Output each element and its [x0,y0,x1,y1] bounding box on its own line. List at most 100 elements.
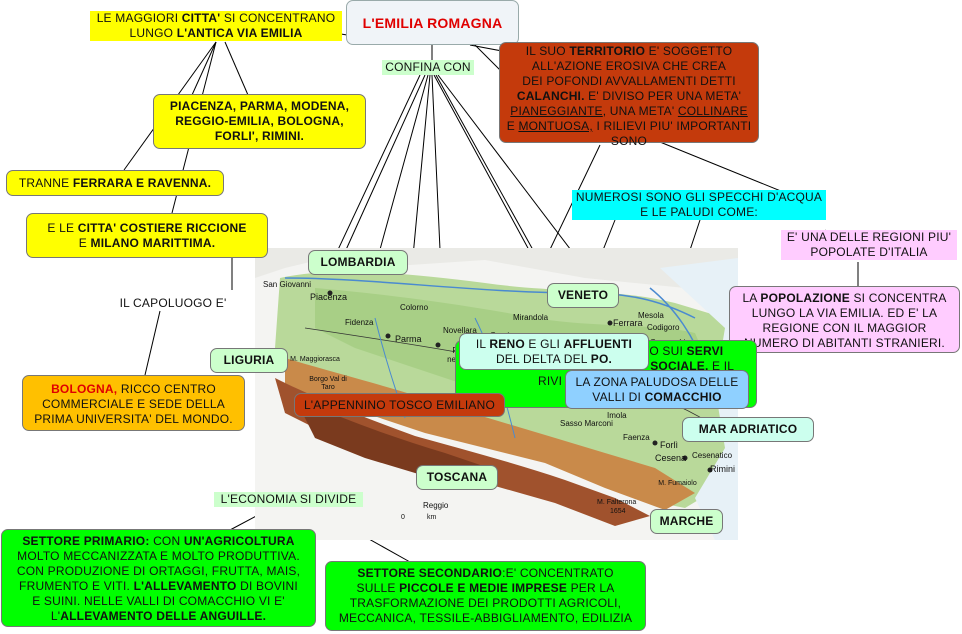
economia-label: L'ECONOMIA SI DIVIDE [214,492,363,507]
map-city-ferrara: Ferrara [613,318,643,328]
map-peak-falterona: M. Falterona [597,499,637,506]
map-scale-km: km [427,514,437,521]
comacchio-a: LA ZONA PALUDOSA DELLE [575,375,739,389]
citta-list-node[interactable]: PIACENZA, PARMA, MODENA, REGGIO-EMILIA, … [153,94,366,149]
map-city-cesenatico: Cesenatico [692,451,733,460]
reno-node[interactable]: IL RENO E GLI AFFLUENTI DEL DELTA DEL PO… [459,333,649,370]
secondario-d: PICCOLE E MEDIE IMPRESE [399,581,568,595]
primario-a: SETTORE PRIMARIO: [22,534,150,548]
territorio-l7: SONO [610,134,648,148]
map-city-fidenza: Fidenza [345,318,374,327]
primario-k: ALLEVAMENTO DELLE ANGUILLE. [60,609,267,623]
tranne-node[interactable]: TRANNE FERRARA E RAVENNA. [6,170,224,196]
popolate-l1: E' UNA DELLE REGIONI PIU' [786,230,952,244]
bologna-a: BOLOGNA, [51,382,118,396]
map-city-imola: Imola [607,411,627,420]
primario-e: CON PRODUZIONE DI ORTAGGI, FRUTTA, MAIS, [16,564,301,578]
citta-intro-d: LUNGO [129,26,177,40]
territorio-l1c: E' SOGGETTO [645,44,733,58]
primario-g: L'ALLEVAMENTO [133,579,237,593]
terziario-l1b: SERVI [686,344,724,358]
map-city-sasso-marconi: Sasso Marconi [560,419,613,428]
map-city-borgo: Borgo Val di Taro [309,376,347,391]
tranne-b: FERRARA E RAVENNA. [72,176,212,190]
reno-b: RENO [489,337,525,351]
territorio-l1b: TERRITORIO [569,44,646,58]
territorio-l2: ALL'AZIONE EROSIVA CHE CREA [531,59,727,73]
popolazione-c: SI CONCENTRA [849,291,947,305]
territorio-l3: DEI POFONDI AVVALLAMENTI DETTI [522,74,736,88]
map-city-novellara: Novellara [443,326,477,335]
reno-a: IL [475,337,490,351]
primario-f: FRUMENTO E VITI. [19,579,134,593]
citta-intro-a: LE MAGGIORI [96,11,182,25]
mar-adriatico-node[interactable]: MAR ADRIATICO [682,417,814,442]
map-city-piacenza: Piacenza [310,292,348,302]
popolate-node[interactable]: E' UNA DELLE REGIONI PIU' POPOLATE D'ITA… [781,230,957,260]
primario-b: CON [149,534,184,548]
territorio-l4b: E' DIVISO PER UNA META' [584,89,742,103]
bologna-b: RICCO CENTRO [117,382,216,396]
primario-node[interactable]: SETTORE PRIMARIO: CON UN'AGRICOLTURA MOL… [1,529,316,627]
marche-node[interactable]: MARCHE [650,509,723,534]
popolazione-a: LA [742,291,761,305]
map-scale-label: Reggio [423,501,449,510]
territorio-l6c: I RILIEVI PIU' IMPORTANTI [592,119,752,133]
map-peak-height: 1654 [610,508,626,515]
popolate-l2: POPOLATE D'ITALIA [810,245,928,259]
terziario-l1a: TO SUI [642,344,687,358]
comacchio-c: COMACCHIO [644,390,722,404]
territorio-l1a: IL SUO [525,44,570,58]
popolazione-node[interactable]: LA POPOLAZIONE SI CONCENTRA LUNGO LA VIA… [729,286,960,353]
title-text: L'EMILIA ROMAGNA [362,15,503,31]
citta-list-line1: PIACENZA, PARMA, MODENA, [169,99,350,113]
comacchio-node[interactable]: LA ZONA PALUDOSA DELLE VALLI DI COMACCHI… [565,370,749,409]
primario-h: DI BOVINI [236,579,298,593]
territorio-l5a: PIANEGGIANTE [510,104,603,118]
terziario-l3: RIVI [538,374,563,388]
liguria-node[interactable]: LIGURIA [210,348,288,373]
citta-intro-node[interactable]: LE MAGGIORI CITTA' SI CONCENTRANO LUNGO … [90,11,342,41]
costiere-c: E [78,236,91,250]
popolazione-d: LUNGO LA VIA EMILIA. ED E' LA [751,306,938,320]
appennino-node[interactable]: L'APPENNINO TOSCO EMILIANO [294,393,505,417]
secondario-node[interactable]: SETTORE SECONDARIO:E' CONCENTRATO SULLE … [325,561,646,631]
capoluogo-label: IL CAPOLUOGO E' [119,296,227,310]
secondario-a: SETTORE SECONDARIO [357,566,503,580]
popolazione-f: NUMERO DI ABITANTI STRANIERI. [744,336,945,350]
primario-j: L' [50,609,61,623]
reno-e: DEL DELTA DEL [495,352,591,366]
map-city-forli: Forlì [660,440,678,450]
title-node[interactable]: L'EMILIA ROMAGNA [346,0,519,45]
citta-intro-e: L'ANTICA VIA EMILIA [176,26,303,40]
costiere-d: MILANO MARITTIMA. [90,236,216,250]
territorio-l5b: , UNA META' [602,104,678,118]
popolazione-e: REGIONE CON IL MAGGIOR [762,321,927,335]
citta-list-line2: REGGIO-EMILIA, BOLOGNA, [175,114,344,128]
specchi-node[interactable]: NUMEROSI SONO GLI SPECCHI D'ACQUA E LE P… [572,190,826,220]
territorio-l4a: CALANCHI. [516,89,585,103]
confina-label: CONFINA CON [382,60,474,75]
map-city-mesola: Mesola [638,311,664,320]
terziario-l2d: E IL [708,359,735,373]
toscana-node[interactable]: TOSCANA [416,465,498,490]
map-city-mercato-saraceno: M. Fumaiolo [658,480,697,487]
territorio-l5c: COLLINARE [677,104,748,118]
bologna-node[interactable]: BOLOGNA, RICCO CENTRO COMMERCIALE E SEDE… [22,375,245,431]
costiere-b: CITTA' COSTIERE RICCIONE [77,221,247,235]
map-city-rimini: Rimini [710,464,736,474]
veneto-node[interactable]: VENETO [547,283,619,308]
map-city-faenza: Faenza [623,433,650,442]
citta-list-line3: FORLI', RIMINI. [214,129,305,143]
comacchio-b: VALLI DI [592,390,645,404]
map-city-colorno: Colorno [400,303,429,312]
primario-c: UN'AGRICOLTURA [183,534,295,548]
costiere-node[interactable]: E LE CITTA' COSTIERE RICCIONE E MILANO M… [26,213,268,258]
map-city-san-giovanni: San Giovanni [263,280,312,289]
territorio-node[interactable]: IL SUO TERRITORIO E' SOGGETTO ALL'AZIONE… [499,42,759,148]
territorio-l6a: E [506,119,519,133]
lombardia-node[interactable]: LOMBARDIA [308,250,408,275]
secondario-c: SULLE [356,581,400,595]
reno-c: E GLI [524,337,564,351]
secondario-b: :E' CONCENTRATO [502,566,614,580]
